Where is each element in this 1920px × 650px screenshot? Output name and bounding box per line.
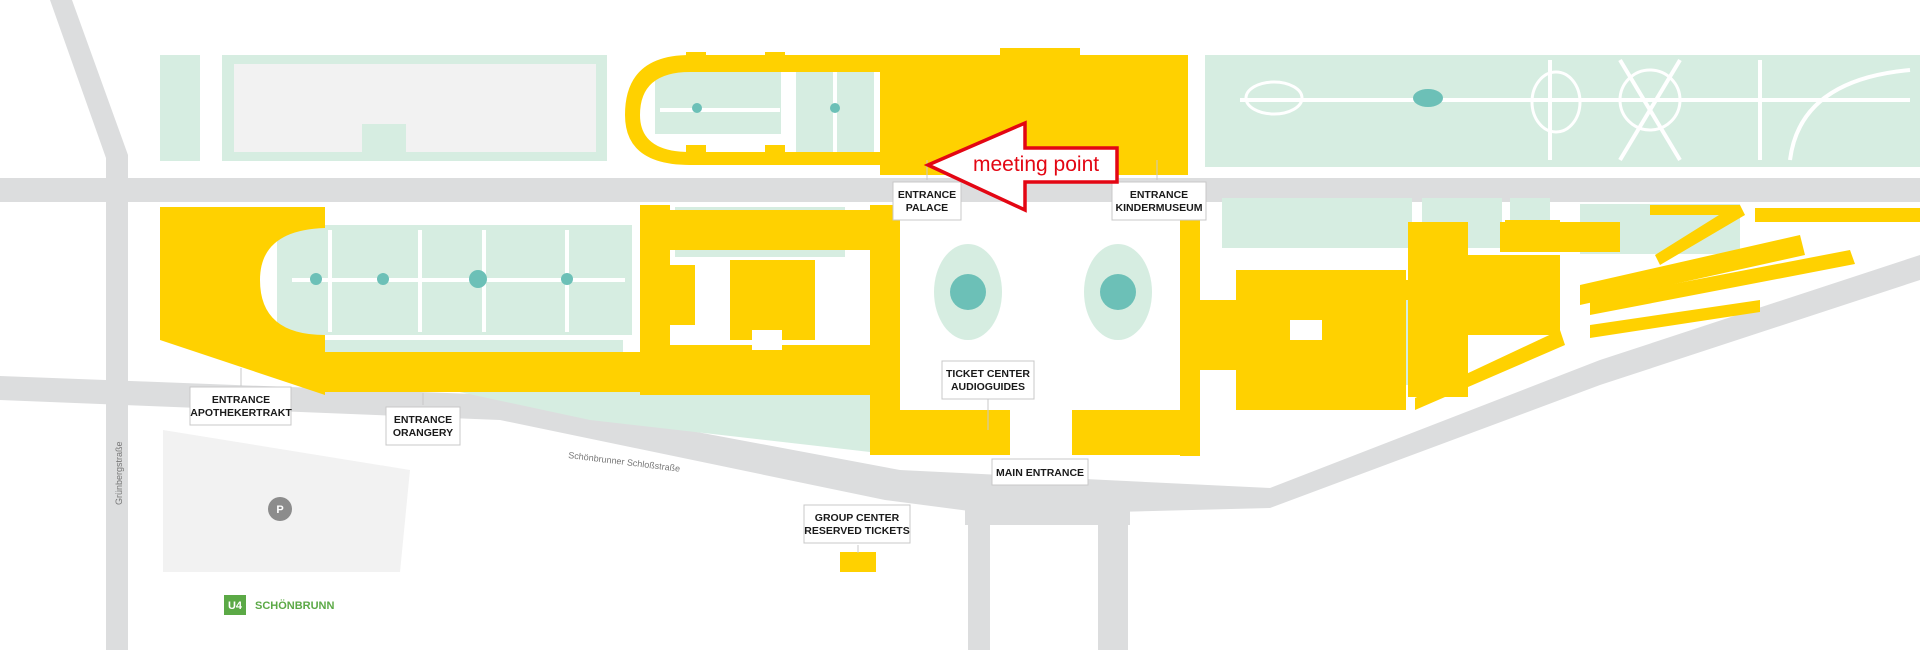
ubahn-station-name: SCHÖNBRUNN: [255, 599, 335, 612]
label-entrance-palace-line1: ENTRANCE: [898, 189, 956, 201]
parking-icon: [268, 497, 292, 521]
ubahn-line: U4: [228, 600, 243, 612]
parking-symbol: P: [276, 504, 283, 516]
label-entrance-apothekertrakt-line1: ENTRANCE: [212, 394, 270, 406]
garden-fountains: [310, 89, 1443, 288]
label-group-center: GROUP CENTER RESERVED TICKETS: [803, 504, 911, 553]
label-entrance-palace-line2: PALACE: [906, 202, 948, 214]
label-group-center-line1: GROUP CENTER: [815, 512, 900, 524]
courtyard-fountains: [934, 244, 1152, 340]
label-entrance-orangery-line1: ENTRANCE: [394, 414, 452, 426]
label-group-center-line2: RESERVED TICKETS: [804, 525, 909, 537]
meeting-point-annotation: meeting point: [923, 120, 1119, 213]
label-entrance-orangery: ENTRANCE ORANGERY: [385, 393, 461, 446]
label-entrance-apothekertrakt-line2: APOTHEKERTRAKT: [190, 407, 292, 419]
meeting-point-label: meeting point: [973, 153, 1099, 176]
label-ticket-center: TICKET CENTER AUDIOGUIDES: [941, 360, 1035, 430]
garden-ovals: [1244, 68, 1682, 134]
gardens: [160, 55, 1920, 452]
label-entrance-apothekertrakt: ENTRANCE APOTHEKERTRAKT: [189, 368, 292, 426]
label-entrance-kindermuseum-line1: ENTRANCE: [1130, 189, 1188, 201]
left-arrow-icon: [923, 120, 1119, 213]
buildings: [160, 48, 1920, 572]
label-entrance-orangery-line2: ORANGERY: [393, 427, 453, 439]
label-entrance-kindermuseum: ENTRANCE KINDERMUSEUM: [1111, 160, 1207, 221]
ubahn-badge-icon: [224, 595, 246, 615]
street-label-grienbergstrasse: Grünbergstraße: [114, 441, 124, 505]
parking-area: P: [163, 430, 410, 572]
label-entrance-palace: ENTRANCE PALACE: [892, 160, 962, 221]
label-ticket-center-line1: TICKET CENTER: [946, 368, 1030, 380]
ubahn-station: U4 SCHÖNBRUNN: [224, 595, 335, 615]
label-ticket-center-line2: AUDIOGUIDES: [951, 381, 1025, 393]
label-main-entrance-line1: MAIN ENTRANCE: [996, 467, 1084, 479]
label-entrance-kindermuseum-line2: KINDERMUSEUM: [1116, 202, 1203, 214]
label-main-entrance: MAIN ENTRANCE: [991, 458, 1089, 486]
